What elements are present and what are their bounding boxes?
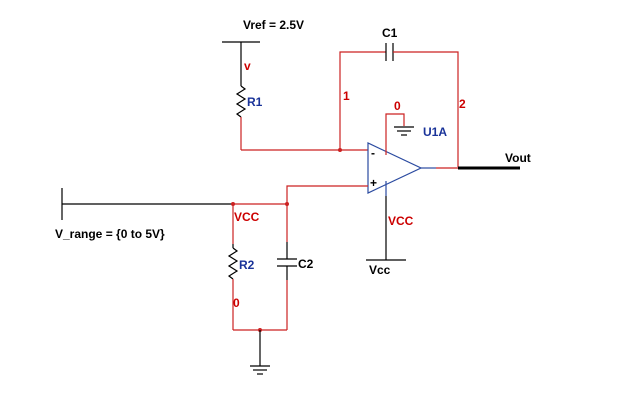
resistor-icon (235, 85, 247, 118)
vcc-left-label: VCC (234, 210, 260, 224)
capacitor-c2 (277, 204, 297, 330)
vcc-supply-label: Vcc (369, 263, 391, 277)
u1a-label: U1A (423, 125, 447, 139)
minus-sign: - (371, 146, 375, 160)
feedback-loop (339, 43, 459, 167)
vref-source (222, 41, 260, 72)
v-range-label: V_range = {0 to 5V} (55, 227, 165, 241)
opamp-bottom-supply (366, 181, 406, 261)
node-1-label: 1 (343, 89, 350, 103)
node-2-label: 2 (459, 97, 466, 111)
node-0-top-label: 0 (394, 99, 401, 113)
resistor-r1 (235, 72, 247, 150)
r2-label: R2 (239, 258, 255, 272)
bottom-ground (233, 328, 287, 375)
opamp-top-supply (385, 113, 414, 155)
v-marker-label: v (244, 59, 251, 73)
node-0-bottom-label: 0 (233, 296, 240, 310)
c1-label: C1 (382, 26, 398, 40)
r1-label: R1 (247, 95, 263, 109)
opamp-icon (367, 142, 436, 194)
vref-label: Vref = 2.5V (243, 18, 304, 32)
vout-label: Vout (505, 151, 531, 165)
c2-label: C2 (298, 257, 314, 271)
plus-sign: + (370, 176, 377, 190)
wire-input-node (233, 185, 368, 205)
v-range-source (61, 188, 233, 220)
vcc-opamp-label: VCC (388, 214, 414, 228)
resistor-r2 (227, 204, 239, 330)
